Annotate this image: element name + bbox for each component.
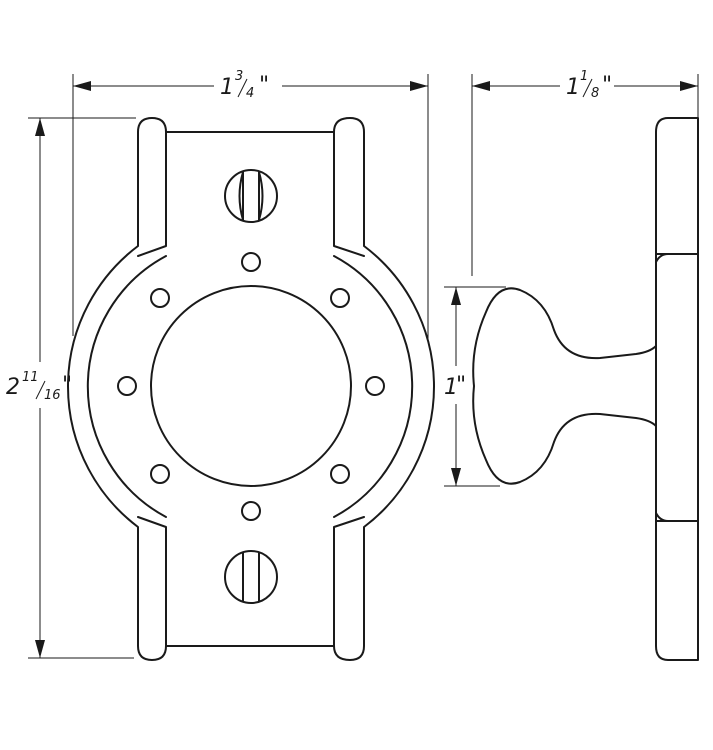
ring-hole [150,288,170,308]
dimension-depth: 1 1 8 " [471,69,699,276]
knob-diameter-whole: 1 [444,375,458,400]
front-plate-outline [66,117,436,661]
dimension-width: 1 3 4 " [72,69,429,340]
front-view [66,117,436,661]
front-right-strip-lower [333,516,365,647]
ring-hole [117,376,137,396]
side-plate-outline [655,117,699,661]
front-center-bore [150,285,352,487]
ring-hole [365,376,385,396]
top-screw-icon [224,169,278,223]
height-whole: 2 [6,375,20,400]
bottom-screw-icon [224,550,278,604]
knob-diameter-unit: " [456,373,466,398]
width-unit: " [259,73,269,98]
depth-denominator: 8 [591,86,599,101]
ring-hole [241,501,261,521]
front-left-strip-lower [137,516,167,647]
side-plate-step-top [655,253,669,263]
height-unit: " [62,373,72,398]
dimension-knob: 1 " [444,286,506,487]
front-left-strip [137,131,167,257]
knob-profile [472,287,657,485]
width-whole: 1 [220,75,234,100]
ring-hole [150,464,170,484]
depth-whole: 1 [566,75,580,100]
width-numerator: 3 [235,69,243,84]
height-denominator: 16 [44,388,61,403]
height-numerator: 11 [22,370,39,385]
front-inner-ring-left [86,255,167,518]
front-inner-ring-right [333,255,414,518]
side-view [472,117,699,661]
dimension-height: 2 11 16 " [6,117,136,659]
depth-unit: " [602,73,612,98]
ring-hole [330,464,350,484]
front-right-strip [333,131,365,257]
depth-numerator: 1 [580,69,588,84]
ring-hole [241,252,261,272]
width-denominator: 4 [246,86,254,101]
side-plate-step-bottom [655,512,669,522]
ring-hole [330,288,350,308]
